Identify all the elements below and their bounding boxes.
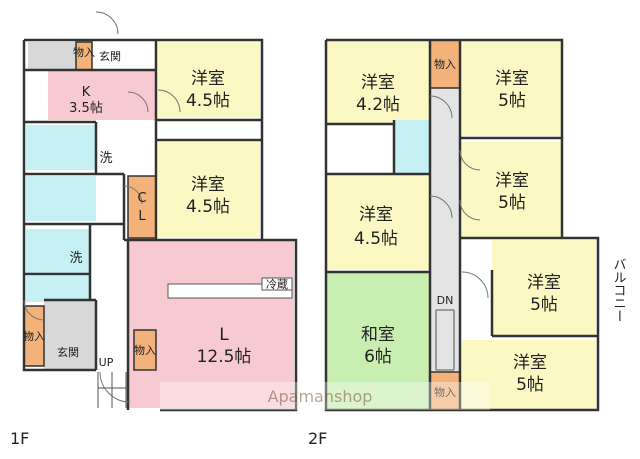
second-floor: 洋室 4.2帖 物入 洋室 5帖 洋室 5帖 洋室 4.5帖 洋室 5帖 和室 …	[308, 38, 627, 448]
storage-bottom-label: 物入	[134, 343, 156, 357]
western-room-b-size: 4.5帖	[186, 197, 230, 217]
room-a-area	[326, 40, 430, 124]
room-b-label: 洋室	[495, 69, 529, 89]
western-room-b	[158, 142, 260, 238]
washitsu-size: 6帖	[364, 347, 392, 367]
room-c-label: 洋室	[495, 171, 529, 191]
washitsu-label: 和室	[361, 325, 395, 345]
room-e-label: 洋室	[527, 273, 561, 293]
second-floor-label: 2F	[308, 429, 327, 448]
watermark-band	[160, 382, 490, 410]
room-a-size: 4.2帖	[356, 95, 400, 115]
kitchen-label: K	[82, 85, 91, 100]
toilet-2f-area	[394, 120, 430, 174]
wash-top-label: 洗	[99, 151, 112, 166]
entrance-top-area	[28, 42, 76, 70]
room-f-size: 5帖	[516, 375, 544, 395]
first-floor-label: 1F	[10, 429, 29, 448]
living-size: 12.5帖	[197, 347, 252, 367]
living-area	[128, 240, 294, 408]
closet-cl	[127, 175, 157, 239]
entrance-area	[44, 300, 96, 370]
western-room-a	[158, 42, 260, 118]
western-room-b-label: 洋室	[191, 175, 225, 195]
room-b-size: 5帖	[498, 91, 526, 111]
first-floor: 玄関 物入 K 3.5帖 洋室 4.5帖 洋室 4.5帖 洗 C L 洗 L 1…	[10, 11, 298, 448]
storage-bottom	[133, 329, 157, 371]
balcony-label: バルコニー	[611, 258, 627, 323]
second-floor-doors	[429, 95, 489, 299]
toilet-area	[26, 276, 90, 302]
first-floor-walls	[22, 38, 298, 412]
fridge-label: 冷蔵	[266, 278, 288, 291]
genkan-top-label: 玄関	[99, 49, 121, 63]
washroom-area	[26, 229, 90, 273]
first-floor-doors	[23, 11, 181, 403]
storage-left-label: 物入	[23, 329, 45, 343]
watermark: Apamanshop	[268, 387, 373, 406]
room-c-size: 5帖	[498, 193, 526, 213]
room-b-area	[460, 40, 562, 136]
room-a-label: 洋室	[361, 73, 395, 93]
room-d-area	[326, 174, 430, 270]
room-e-area	[492, 240, 596, 336]
closet-label-c: C	[137, 191, 146, 206]
bathroom-area	[26, 125, 96, 170]
wash-bottom-label: 洗	[69, 251, 82, 266]
washitsu-area	[326, 272, 430, 410]
corridor-area	[430, 88, 460, 372]
room-c-area	[460, 142, 562, 238]
storage-2f-bottom-label: 物入	[434, 385, 456, 399]
stairs-down-label: DN	[437, 294, 454, 307]
storage-top-label: 物入	[73, 45, 95, 59]
western-room-a-label: 洋室	[191, 69, 225, 89]
fridge-space	[261, 277, 293, 291]
western-room-a-size: 4.5帖	[186, 91, 230, 111]
closet-label-l: L	[138, 209, 146, 224]
first-floor-stairs	[97, 372, 128, 408]
room-f-label: 洋室	[513, 353, 547, 373]
room-d-label: 洋室	[359, 205, 393, 225]
room-d-size: 4.5帖	[354, 229, 398, 249]
second-floor-walls	[324, 38, 600, 412]
kitchen-counter	[167, 283, 293, 299]
stairs-up-label: UP	[99, 356, 114, 369]
living-label: L	[219, 325, 229, 345]
room-e-size: 5帖	[530, 295, 558, 315]
room-f-area	[462, 340, 596, 410]
second-floor-stairs	[435, 309, 455, 371]
kitchen-size: 3.5帖	[69, 101, 103, 116]
genkan-bottom-label: 玄関	[57, 345, 79, 359]
storage-2f-top-label: 物入	[434, 57, 456, 71]
